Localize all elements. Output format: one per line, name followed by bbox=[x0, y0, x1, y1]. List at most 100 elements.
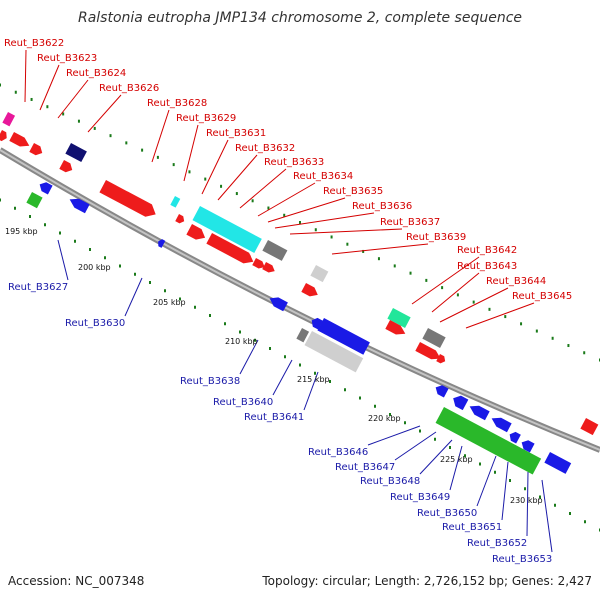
gene-arrow-shape bbox=[158, 239, 166, 248]
gene-box-shape bbox=[435, 407, 542, 475]
gene-box-shape bbox=[317, 318, 370, 355]
gene-arrow-shape bbox=[206, 233, 254, 264]
gene-label-top: Reut_B3636 bbox=[352, 201, 412, 212]
gene-arrow-shape bbox=[509, 431, 521, 444]
inner-track-dot bbox=[29, 215, 31, 218]
gene-arrow-shape bbox=[491, 417, 512, 433]
leader-line bbox=[289, 228, 403, 235]
inner-track-dot bbox=[314, 371, 316, 375]
leader-line bbox=[39, 64, 60, 111]
gene-label-top: Reut_B3635 bbox=[323, 186, 383, 197]
inner-track-dot bbox=[44, 223, 46, 227]
outer-track-dot bbox=[220, 184, 223, 188]
outer-track-dot bbox=[156, 155, 159, 159]
outer-track-dot bbox=[30, 97, 33, 101]
outer-track-dot bbox=[141, 148, 144, 152]
gene-arrow bbox=[453, 395, 469, 411]
gene-label-top: Reut_B3622 bbox=[4, 38, 64, 49]
outer-track-dot bbox=[188, 170, 191, 174]
outer-track-dot bbox=[235, 192, 238, 196]
gene-arrow-shape bbox=[435, 385, 449, 398]
leader-line bbox=[274, 212, 375, 229]
inner-track-dot bbox=[434, 437, 436, 441]
gene-arrow-shape bbox=[39, 182, 53, 195]
gene-box bbox=[317, 318, 370, 355]
gene-arrow-shape bbox=[252, 258, 265, 269]
outer-track-dot bbox=[441, 286, 444, 290]
leader-line bbox=[465, 302, 535, 329]
gene-arrow bbox=[69, 198, 90, 214]
inner-track-dot bbox=[239, 330, 241, 334]
outer-track-dot bbox=[251, 199, 254, 203]
gene-box-shape bbox=[2, 112, 16, 127]
leader-line bbox=[411, 256, 480, 305]
gene-arrow-shape bbox=[186, 224, 206, 240]
gene-label-bottom: Reut_B3638 bbox=[180, 376, 240, 387]
gene-label-bottom: Reut_B3640 bbox=[213, 397, 273, 408]
gene-box bbox=[262, 240, 288, 261]
outer-track-dot bbox=[583, 351, 586, 355]
gene-label-bottom: Reut_B3651 bbox=[442, 522, 502, 533]
leader-line bbox=[272, 359, 293, 396]
inner-track-dot bbox=[554, 503, 556, 507]
scale-label: 205 kbp bbox=[153, 298, 186, 307]
gene-arrow-shape bbox=[436, 354, 446, 364]
gene-box bbox=[580, 418, 599, 436]
outer-track-dot bbox=[14, 90, 17, 94]
inner-track-dot bbox=[404, 421, 406, 425]
gene-arrow-shape bbox=[241, 252, 252, 262]
gene-box bbox=[296, 328, 310, 343]
gene-label-bottom: Reut_B3649 bbox=[390, 492, 450, 503]
gene-arrow bbox=[311, 317, 323, 330]
gene-arrow bbox=[39, 182, 53, 195]
outer-track-dot bbox=[62, 112, 65, 116]
outer-track-dot bbox=[93, 126, 96, 130]
inner-track-dot bbox=[524, 487, 526, 491]
gene-box-shape bbox=[65, 143, 87, 163]
gene-label-bottom: Reut_B3641 bbox=[244, 412, 304, 423]
gene-arrow-shape bbox=[469, 405, 490, 421]
gene-label-top: Reut_B3634 bbox=[293, 171, 353, 182]
gene-box bbox=[544, 452, 572, 474]
gene-arrow-shape bbox=[453, 395, 469, 411]
gene-arrow-shape bbox=[9, 132, 30, 147]
gene-label-bottom: Reut_B3647 bbox=[335, 462, 395, 473]
gene-arrow bbox=[175, 214, 185, 224]
outer-track-dot bbox=[204, 177, 207, 181]
leader-line bbox=[476, 455, 497, 507]
outer-track-dot bbox=[283, 213, 286, 217]
inner-track-dot bbox=[479, 462, 481, 466]
gene-arrow-shape bbox=[69, 198, 90, 214]
gene-label-top: Reut_B3645 bbox=[512, 291, 572, 302]
gene-box-shape bbox=[387, 308, 411, 328]
outer-track-dot bbox=[362, 249, 365, 253]
gene-arrow bbox=[435, 385, 449, 398]
gene-arrow-shape bbox=[59, 160, 73, 173]
outer-track-dot bbox=[314, 228, 317, 232]
inner-track-dot bbox=[74, 239, 76, 243]
gene-label-top: Reut_B3631 bbox=[206, 128, 266, 139]
gene-arrow-shape bbox=[99, 180, 156, 217]
inner-track-dot bbox=[254, 338, 256, 342]
inner-track-dot bbox=[569, 512, 571, 515]
gene-arrow-shape bbox=[269, 297, 288, 312]
outer-track-dot bbox=[456, 293, 459, 297]
gene-arrow bbox=[252, 258, 265, 269]
inner-track-dot bbox=[179, 297, 181, 301]
gene-arrow bbox=[415, 342, 441, 360]
gene-box bbox=[422, 328, 446, 348]
gene-arrow bbox=[59, 160, 73, 173]
gene-arrow-shape bbox=[311, 317, 323, 330]
leader-line bbox=[217, 154, 258, 201]
leader-line bbox=[239, 339, 259, 375]
leader-line bbox=[501, 461, 509, 521]
backbone-ring bbox=[0, 147, 600, 453]
inner-track-dot bbox=[164, 289, 166, 293]
genome-summary-text: Topology: circular; Length: 2,726,152 bp… bbox=[262, 574, 592, 588]
gene-label-top: Reut_B3629 bbox=[176, 113, 236, 124]
inner-track-dot bbox=[584, 520, 586, 524]
outer-track-dot bbox=[535, 329, 538, 333]
gene-arrow-shape bbox=[262, 262, 275, 273]
outer-track-dot bbox=[109, 134, 112, 138]
inner-track-dot bbox=[449, 446, 451, 449]
